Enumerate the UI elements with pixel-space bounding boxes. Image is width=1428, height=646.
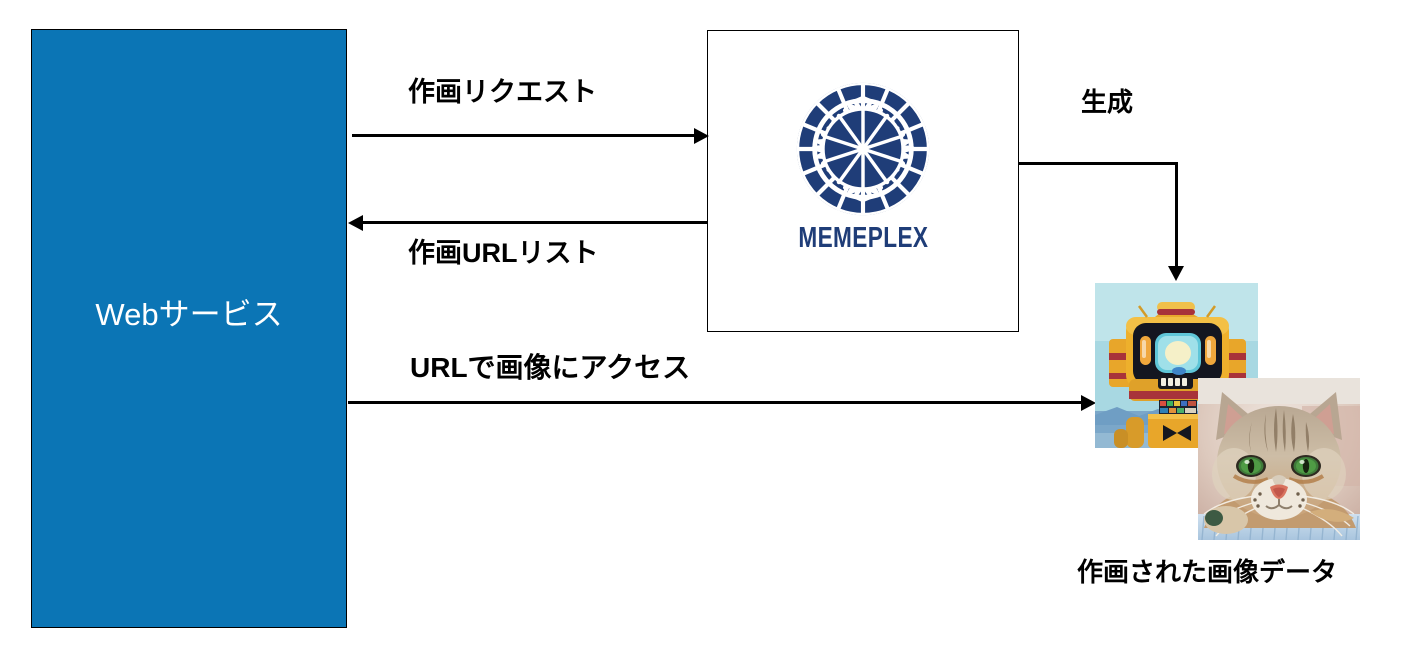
- connector-generate-line-vertical: [1175, 162, 1178, 268]
- connector-generate-label: 生成: [1081, 87, 1134, 117]
- connector-generate-line-horizontal: [1018, 162, 1178, 165]
- generated-image-cat[interactable]: [1198, 378, 1360, 540]
- node-web-service-label: Webサービス: [95, 297, 283, 332]
- memeplex-gem-icon: [796, 82, 930, 216]
- connector-access-line: [348, 401, 1081, 404]
- connector-url-list-arrowhead: [348, 215, 363, 231]
- generated-images-caption: 作画された画像データ: [1077, 557, 1338, 587]
- connector-request-arrowhead: [694, 128, 709, 144]
- connector-access-arrowhead: [1081, 395, 1096, 411]
- connector-access-label: URLで画像にアクセス: [410, 352, 691, 383]
- connector-generate-arrowhead: [1168, 266, 1184, 281]
- node-web-service[interactable]: [31, 29, 347, 628]
- connector-url-list-label: 作画URLリスト: [408, 238, 599, 268]
- connector-request-label: 作画リクエスト: [408, 77, 597, 107]
- memeplex-wordmark: MEMEPLEX: [797, 222, 929, 254]
- connector-request-line: [352, 134, 694, 137]
- memeplex-logo-group: MEMEPLEX: [707, 80, 1019, 275]
- connector-url-list-line: [363, 221, 707, 224]
- cat-photo-icon: [1198, 378, 1360, 540]
